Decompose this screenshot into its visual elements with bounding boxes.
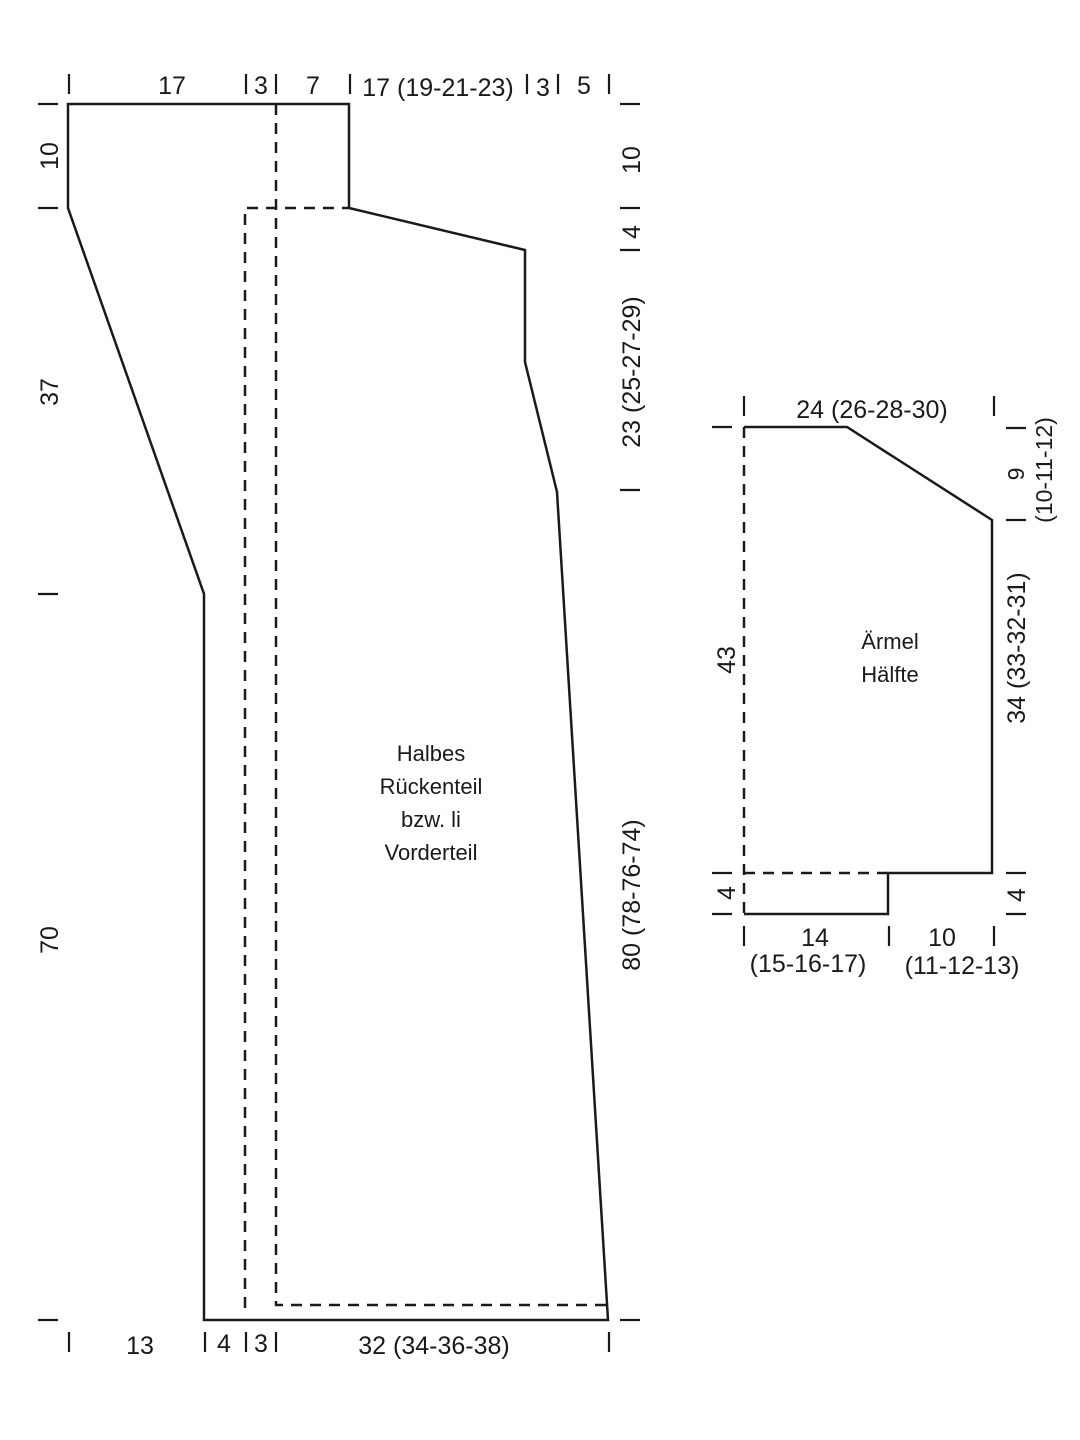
body-top-dim-5: 3 [536, 74, 550, 102]
body-piece-name-line-2: Rückenteil [380, 774, 483, 799]
sleeve-bottom-dim-2a: 10 [928, 924, 956, 952]
body-piece-name-line-4: Vorderteil [385, 840, 478, 865]
sleeve-piece: 24 (26-28-30) 9 (10-11-12) 34 (33-32-31)… [712, 396, 1057, 980]
sleeve-bottom-dim-1a: 14 [801, 924, 829, 952]
body-right-dim-4: 80 (78-76-74) [618, 819, 646, 970]
sleeve-top-ticks [742, 396, 996, 416]
sleeve-right-ticks [1006, 426, 1026, 916]
body-right-dim-1: 10 [618, 146, 646, 174]
sleeve-bottom-dim-1b: (15-16-17) [750, 950, 867, 978]
sleeve-left-dim-2: 4 [713, 886, 741, 900]
body-piece: 17 3 7 17 (19-21-23) 3 5 10 37 70 10 4 2… [36, 72, 646, 1360]
sleeve-left-dim-1: 43 [713, 646, 741, 674]
body-bottom-ticks [67, 1332, 611, 1352]
body-left-dim-1: 10 [36, 142, 64, 170]
body-top-dim-4: 17 (19-21-23) [362, 74, 513, 102]
body-right-dim-2: 4 [618, 225, 646, 239]
sleeve-bottom-dim-2b: (11-12-13) [905, 952, 1020, 980]
body-top-dim-6: 5 [577, 72, 591, 100]
body-top-dim-2: 3 [254, 72, 268, 100]
body-right-dim-3: 23 (25-27-29) [618, 296, 646, 447]
body-dashed-center [274, 104, 608, 1307]
body-piece-name-line-1: Halbes [397, 741, 465, 766]
body-bottom-dim-1: 13 [126, 1332, 154, 1360]
body-left-ticks [38, 102, 58, 1322]
sleeve-top-dim: 24 (26-28-30) [796, 396, 947, 424]
sleeve-piece-name-line-1: Ärmel [861, 629, 918, 654]
sleeve-left-ticks [712, 425, 732, 916]
sleeve-bottom-ticks [742, 926, 996, 946]
body-piece-name-line-3: bzw. li [401, 807, 461, 832]
body-bottom-dim-4: 32 (34-36-38) [358, 1332, 509, 1360]
body-dashed-inner [243, 206, 349, 1308]
body-top-ticks [67, 74, 611, 94]
body-bottom-dim-2: 4 [217, 1330, 231, 1358]
body-bottom-dim-3: 3 [254, 1330, 268, 1358]
sleeve-outline [744, 425, 994, 916]
body-left-dim-3: 70 [36, 926, 64, 954]
sleeve-right-dim-3: 4 [1003, 888, 1031, 902]
body-top-dim-3: 7 [306, 72, 320, 100]
sleeve-right-dim-1a: 9 [1003, 468, 1029, 481]
body-right-ticks [620, 102, 640, 1322]
sleeve-right-dim-2: 34 (33-32-31) [1003, 572, 1031, 723]
body-top-dim-1: 17 [158, 72, 186, 100]
body-left-dim-2: 37 [36, 378, 64, 406]
sleeve-piece-name-line-2: Hälfte [861, 662, 918, 687]
body-outline [66, 102, 610, 1322]
sleeve-right-dim-1b: (10-11-12) [1031, 417, 1057, 523]
